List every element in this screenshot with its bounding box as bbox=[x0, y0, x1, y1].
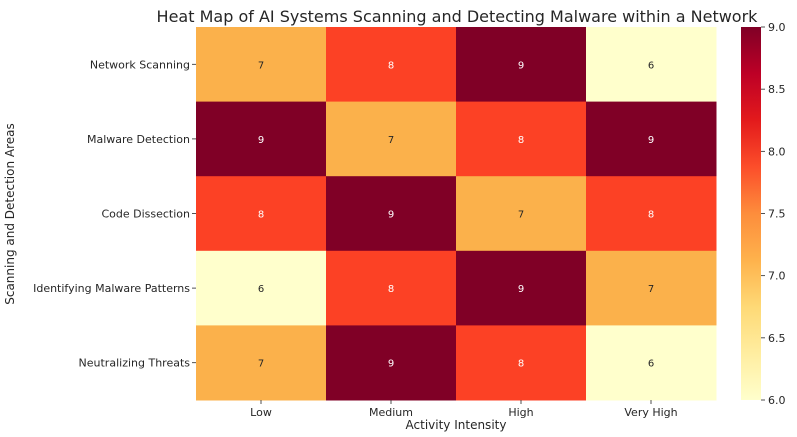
heatmap-cell bbox=[586, 101, 717, 177]
heatmap-cell bbox=[326, 101, 457, 177]
heatmap-cell bbox=[586, 325, 717, 401]
colorbar-tick-label: 6.0 bbox=[768, 394, 786, 407]
x-axis-label: Activity Intensity bbox=[406, 418, 507, 432]
heatmap-cells bbox=[196, 27, 717, 401]
heatmap-cell bbox=[196, 176, 327, 252]
cell-value-label: 8 bbox=[258, 210, 264, 221]
cell-value-label: 9 bbox=[258, 135, 264, 146]
cell-value-label: 9 bbox=[648, 135, 654, 146]
cell-value-label: 7 bbox=[388, 135, 394, 146]
cell-value-label: 8 bbox=[518, 359, 524, 370]
heatmap-cell bbox=[196, 250, 327, 326]
heatmap-cell bbox=[196, 325, 327, 401]
heatmap-cell bbox=[326, 250, 457, 326]
colorbar-tick-label: 7.5 bbox=[768, 208, 786, 221]
heatmap-cell bbox=[586, 250, 717, 326]
cell-value-label: 7 bbox=[258, 60, 264, 71]
colorbar-tick-label: 9.0 bbox=[768, 21, 786, 34]
cell-value-label: 7 bbox=[258, 359, 264, 370]
y-axis-label: Scanning and Detection Areas bbox=[3, 123, 17, 305]
cell-value-label: 6 bbox=[648, 359, 654, 370]
heatmap-cell bbox=[196, 27, 327, 103]
heatmap-cell bbox=[456, 101, 587, 177]
colorbar: 6.0 6.5 7.0 7.5 8.0 8.5 9.0 bbox=[741, 21, 786, 407]
colorbar-tick-label: 8.0 bbox=[768, 145, 786, 158]
heatmap-cell bbox=[456, 27, 587, 103]
y-tick-label: Code Dissection bbox=[101, 208, 190, 221]
y-tick-label: Identifying Malware Patterns bbox=[33, 282, 190, 295]
cell-value-label: 9 bbox=[518, 284, 524, 295]
y-tick-label: Malware Detection bbox=[87, 133, 190, 146]
cell-value-label: 7 bbox=[648, 284, 654, 295]
colorbar-tick-label: 6.5 bbox=[768, 332, 786, 345]
y-tick-label: Neutralizing Threats bbox=[79, 357, 191, 370]
cell-value-label: 9 bbox=[388, 210, 394, 221]
cell-value-label: 8 bbox=[388, 60, 394, 71]
x-tick-label: Very High bbox=[624, 406, 677, 419]
x-tick-label: Low bbox=[250, 406, 272, 419]
cell-value-label: 9 bbox=[518, 60, 524, 71]
heatmap-cell bbox=[456, 325, 587, 401]
heatmap-cell bbox=[456, 176, 587, 252]
colorbar-tick-label: 8.5 bbox=[768, 83, 786, 96]
heatmap-cell bbox=[326, 176, 457, 252]
heatmap-cell bbox=[326, 325, 457, 401]
cell-value-label: 8 bbox=[518, 135, 524, 146]
heatmap-cell-labels: 7 8 9 6 9 7 8 9 8 9 7 8 6 8 9 7 7 9 8 6 bbox=[258, 60, 654, 369]
heatmap-cell bbox=[586, 176, 717, 252]
colorbar-gradient bbox=[741, 27, 761, 400]
cell-value-label: 8 bbox=[388, 284, 394, 295]
cell-value-label: 8 bbox=[648, 210, 654, 221]
cell-value-label: 9 bbox=[388, 359, 394, 370]
heatmap-cell bbox=[586, 27, 717, 103]
colorbar-tick-label: 7.0 bbox=[768, 270, 786, 283]
cell-value-label: 7 bbox=[518, 210, 524, 221]
y-tick-label: Network Scanning bbox=[90, 58, 190, 71]
heatmap-cell bbox=[326, 27, 457, 103]
x-tick-label: Medium bbox=[369, 406, 413, 419]
heatmap-cell bbox=[196, 101, 327, 177]
cell-value-label: 6 bbox=[258, 284, 264, 295]
x-axis: Low Medium High Very High bbox=[250, 400, 678, 419]
chart-title: Heat Map of AI Systems Scanning and Dete… bbox=[157, 7, 759, 26]
x-tick-label: High bbox=[508, 406, 533, 419]
cell-value-label: 6 bbox=[648, 60, 654, 71]
heatmap-cell bbox=[456, 250, 587, 326]
